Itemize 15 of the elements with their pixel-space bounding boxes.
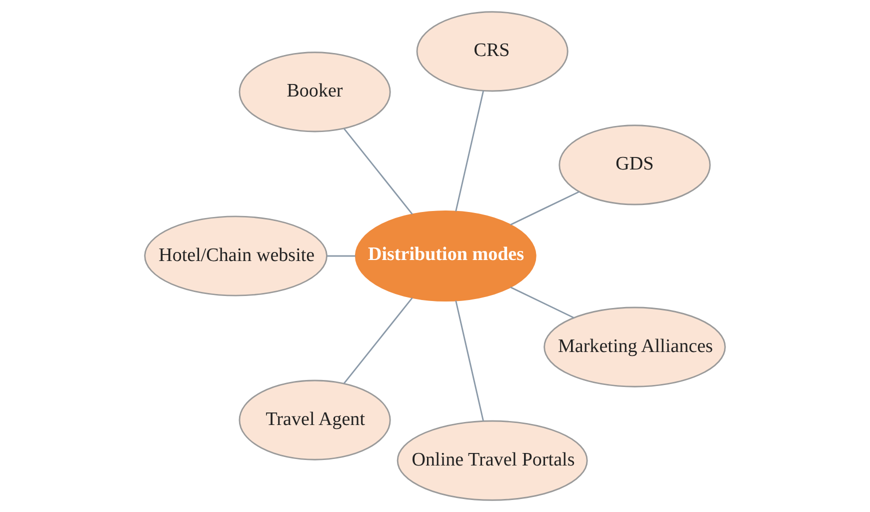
node-ellipse: Marketing Alliances	[544, 306, 726, 388]
node-ellipse: Travel Agent	[238, 380, 391, 460]
connector	[344, 128, 413, 215]
node-ellipse: Online Travel Portals	[396, 420, 588, 501]
node-ellipse: GDS	[558, 124, 711, 206]
connector	[344, 297, 413, 384]
node-ellipse: Booker	[238, 52, 391, 132]
connector	[510, 286, 574, 318]
node-ellipse: CRS	[416, 11, 568, 92]
node-ellipse: Distribution modes	[354, 210, 536, 302]
connector	[326, 255, 356, 257]
connector	[510, 191, 580, 226]
connector	[455, 90, 484, 212]
connector	[455, 300, 484, 422]
node-ellipse: Hotel/Chain website	[144, 216, 328, 296]
